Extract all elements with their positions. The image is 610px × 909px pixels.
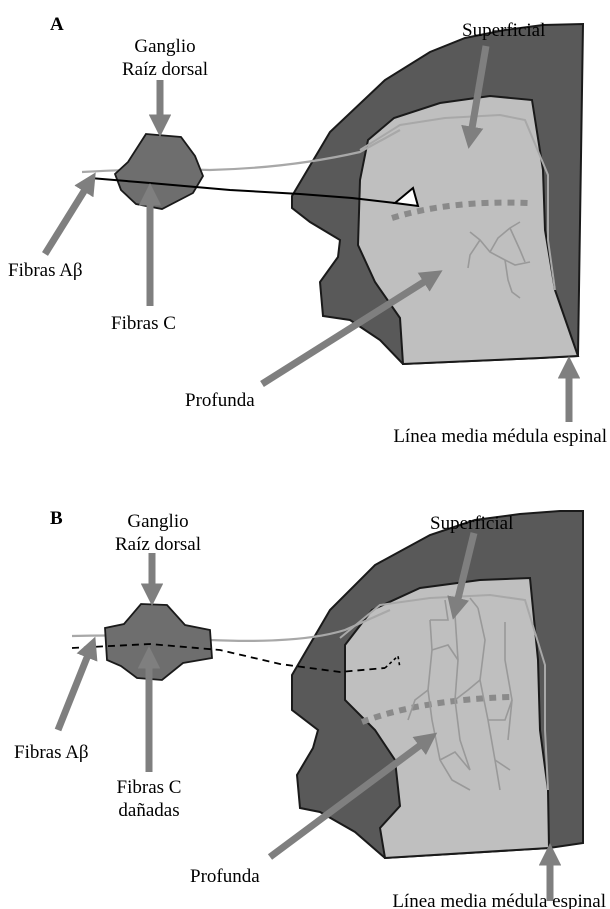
ganglion-label-line1-a: Ganglio: [134, 36, 195, 57]
abeta-label-a: Fibras Aβ: [8, 260, 83, 281]
profunda-label-b: Profunda: [190, 866, 260, 887]
arrow-abeta-a: [45, 180, 91, 254]
dorsal-root-ganglion-a: [115, 134, 203, 209]
ganglion-label-line2-a: Raíz dorsal: [122, 59, 208, 80]
cfibers-label-line1-b: Fibras C: [117, 777, 182, 798]
cfibers-label-line2-b: dañadas: [118, 800, 179, 821]
panel-a-letter: A: [50, 14, 64, 35]
midline-label-a: Línea media médula espinal: [393, 426, 607, 447]
panel-b-letter: B: [50, 508, 63, 529]
ganglion-label-line1-b: Ganglio: [127, 511, 188, 532]
panel-b: B: [14, 508, 606, 909]
ganglion-label-line2-b: Raíz dorsal: [115, 534, 201, 555]
profunda-label-a: Profunda: [185, 390, 255, 411]
abeta-label-b: Fibras Aβ: [14, 742, 89, 763]
superficial-label-a: Superficial: [462, 20, 545, 41]
midline-label-b: Línea media médula espinal: [392, 891, 606, 909]
dorsal-root-ganglion-b: [105, 604, 212, 680]
arrow-abeta-b: [58, 645, 92, 730]
superficial-label-b: Superficial: [430, 513, 513, 534]
panel-a: A Ganglio Raíz d: [8, 14, 607, 447]
cfibers-label-a: Fibras C: [111, 313, 176, 334]
